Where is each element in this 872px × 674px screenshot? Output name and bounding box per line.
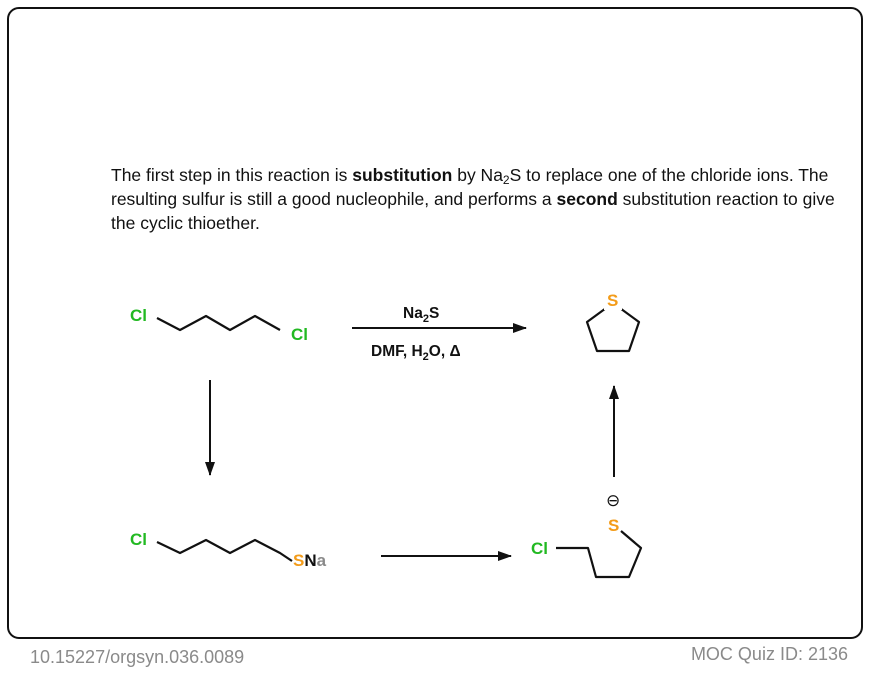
quiz-card: [7, 7, 863, 639]
chlorine-label-intermediate: Cl: [130, 530, 147, 549]
thiolane-ring: [585, 301, 641, 353]
carbon-chain: [156, 314, 281, 332]
negative-charge-icon: ⊖: [606, 491, 620, 511]
quiz-id: MOC Quiz ID: 2136: [690, 644, 848, 664]
bold-substitution: substitution: [352, 165, 453, 185]
reagent-na2s: Na2S: [403, 305, 439, 325]
sodium-thiolate-label: SNa: [293, 551, 327, 570]
carbon-chain-intermediate: [156, 538, 293, 562]
sulfur-label-product: S: [607, 291, 618, 310]
chlorine-label-right: Cl: [291, 325, 308, 344]
conditions-dmf-water-heat: DMF, H2O, Δ: [371, 343, 461, 363]
carbon-chain-cyclizing: [556, 530, 643, 579]
cyclizing-intermediate-molecule: Cl S ⊖: [531, 491, 643, 579]
bold-second: second: [556, 189, 618, 209]
sulfur-label-cyclizing: S: [608, 516, 619, 535]
tetrahydrothiophene-molecule: S: [585, 291, 641, 353]
chlorine-label-cyclizing: Cl: [531, 539, 548, 558]
chlorine-label-left: Cl: [130, 306, 147, 325]
explanation-text: The first step in this reaction is subst…: [111, 165, 835, 233]
chlorobutylthiolate-molecule: Cl SNa: [130, 530, 327, 570]
doi-reference: 10.15227/orgsyn.036.0089: [30, 647, 245, 667]
dichlorobutane-molecule: Cl Cl: [130, 306, 308, 344]
main-reaction-arrow: Na2S DMF, H2O, Δ: [352, 305, 527, 363]
